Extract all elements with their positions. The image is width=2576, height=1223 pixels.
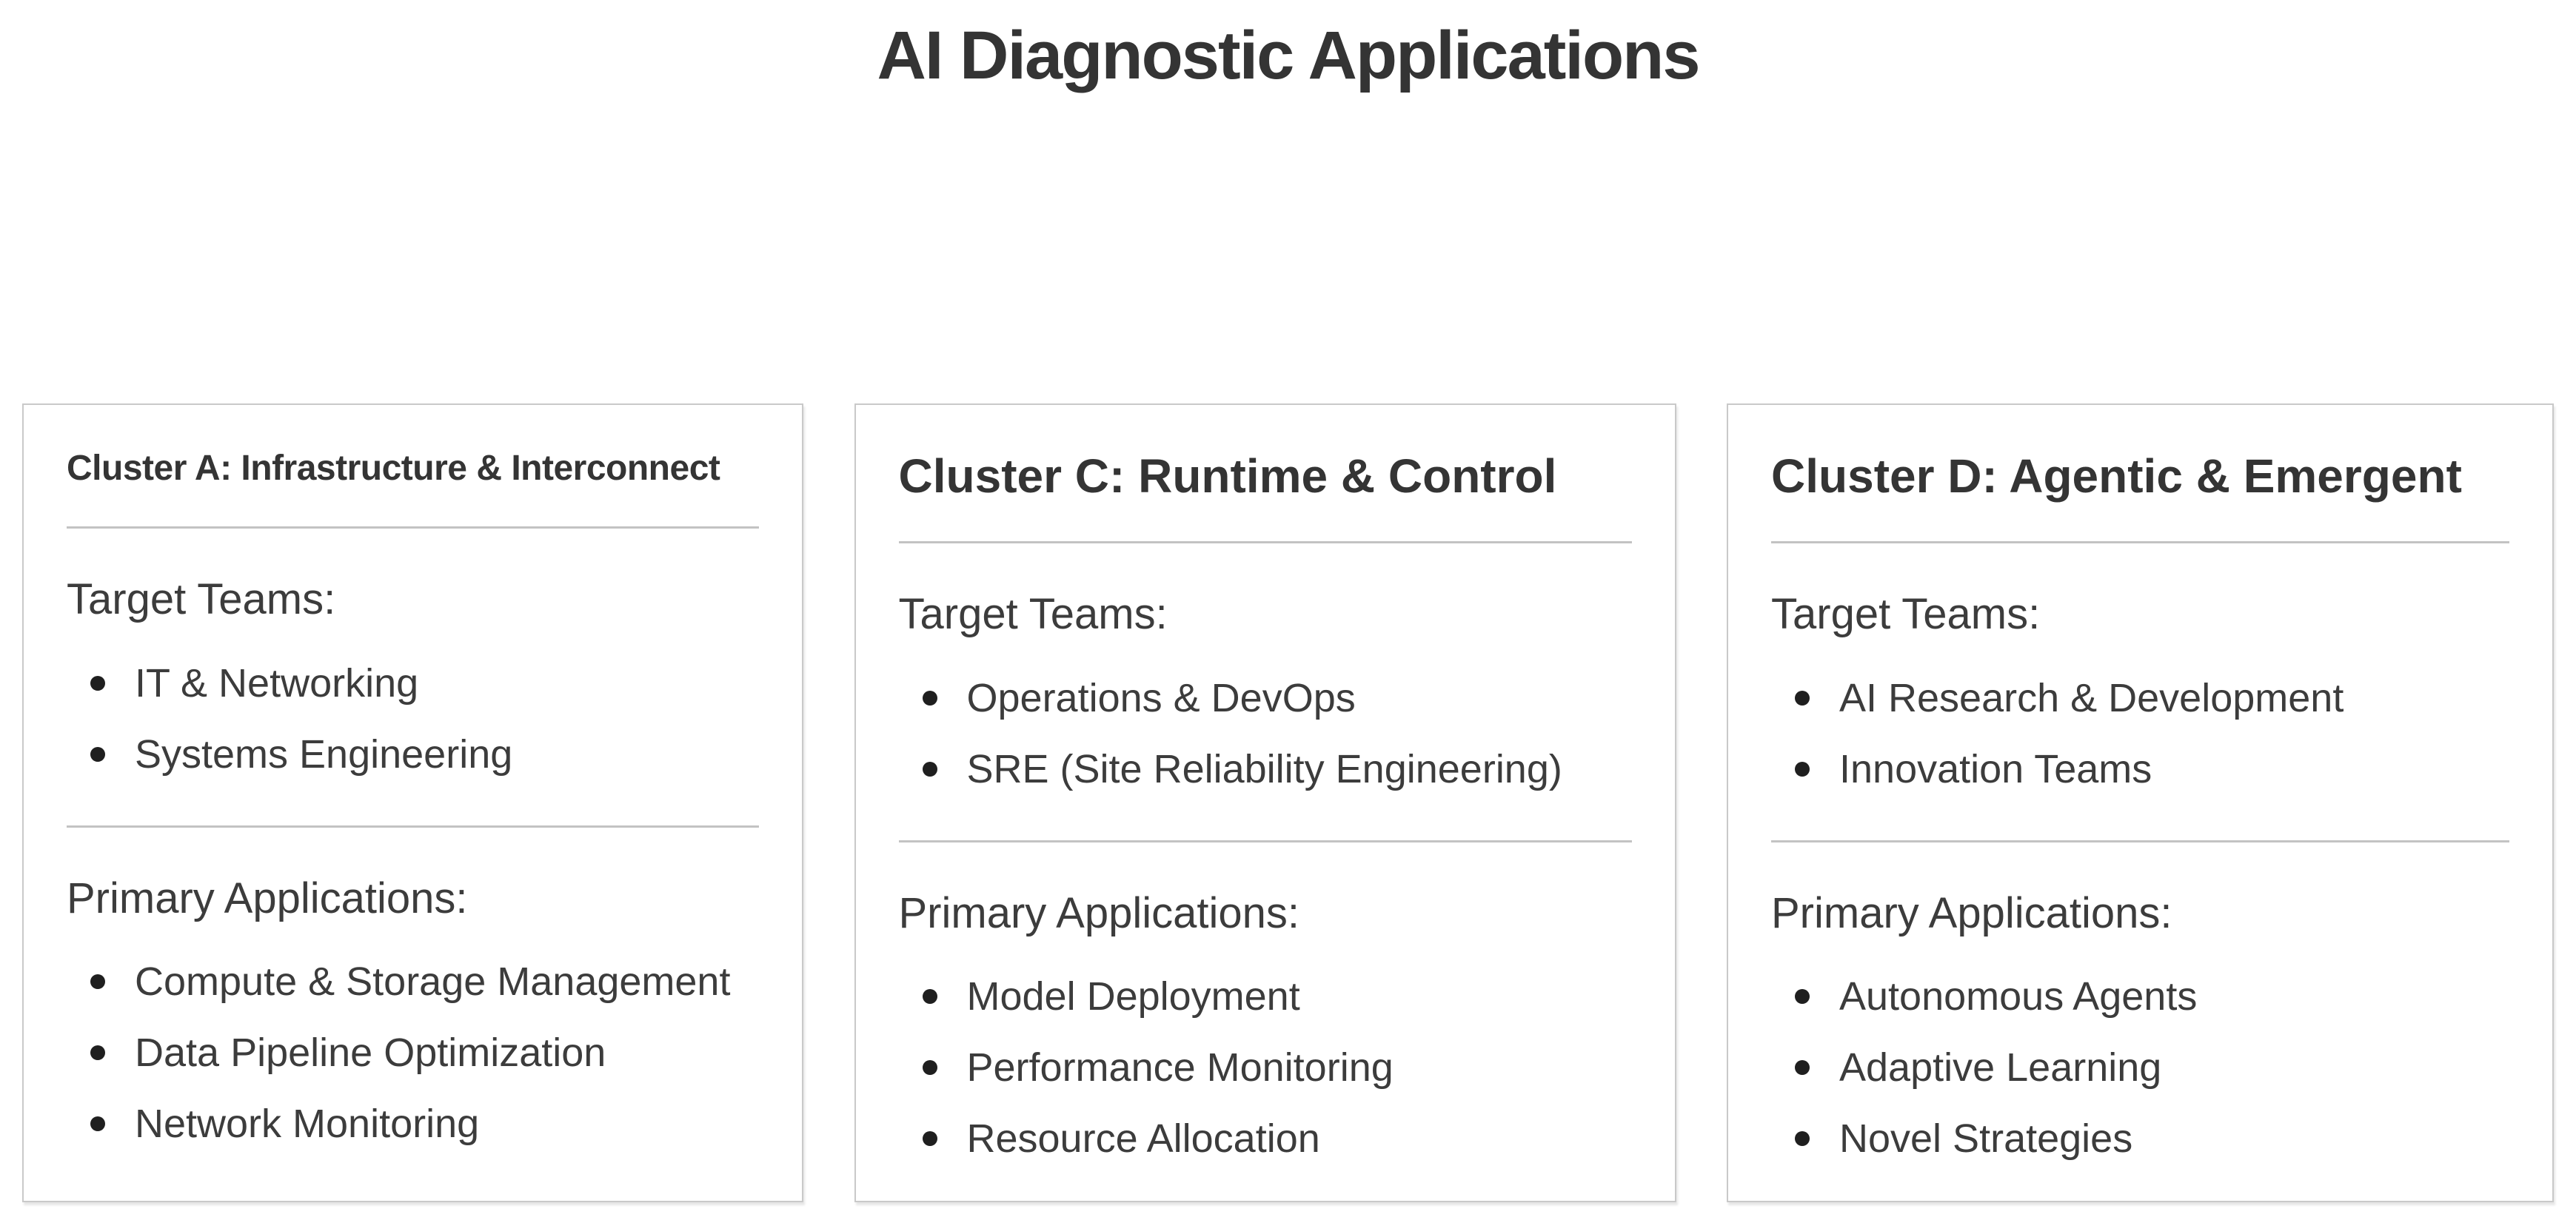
list-item: Compute & Storage Management xyxy=(90,946,759,1017)
bullet-icon xyxy=(922,989,937,1004)
list-item-label: Data Pipeline Optimization xyxy=(135,1031,606,1075)
bullet-icon xyxy=(90,1045,105,1060)
bullet-icon xyxy=(922,1060,937,1075)
bullet-icon xyxy=(922,1131,937,1146)
card-title: Cluster C: Runtime & Control xyxy=(898,449,1557,503)
list-item-label: IT & Networking xyxy=(135,660,419,706)
list-item-label: AI Research & Development xyxy=(1839,675,2344,720)
list-item-label: Resource Allocation xyxy=(966,1116,1320,1161)
bullet-icon xyxy=(1795,1060,1810,1075)
section-label-target-teams: Target Teams: xyxy=(67,575,336,623)
primary-applications-list: Autonomous Agents Adaptive Learning Nove… xyxy=(1771,961,2509,1174)
list-item-label: Network Monitoring xyxy=(135,1102,480,1146)
list-item: Novel Strategies xyxy=(1795,1103,2509,1174)
list-item-label: Performance Monitoring xyxy=(966,1045,1394,1090)
list-item: Data Pipeline Optimization xyxy=(90,1017,759,1088)
bullet-icon xyxy=(1795,989,1810,1004)
list-item: AI Research & Development xyxy=(1795,663,2509,734)
list-item: Autonomous Agents xyxy=(1795,961,2509,1032)
primary-applications-list: Model Deployment Performance Monitoring … xyxy=(899,961,1632,1174)
bullet-icon xyxy=(90,974,105,989)
divider xyxy=(1771,840,2509,842)
cluster-card-c: Cluster C: Runtime & Control Target Team… xyxy=(854,403,1676,1202)
list-item-label: Autonomous Agents xyxy=(1839,974,2198,1019)
list-item: SRE (Site Reliability Engineering) xyxy=(922,734,1632,805)
list-item: Systems Engineering xyxy=(90,719,759,790)
list-item-label: SRE (Site Reliability Engineering) xyxy=(966,746,1562,791)
primary-applications-list: Compute & Storage Management Data Pipeli… xyxy=(67,946,759,1159)
section-label-primary-applications: Primary Applications: xyxy=(67,874,468,922)
list-item: Resource Allocation xyxy=(922,1103,1632,1174)
divider xyxy=(1771,541,2509,543)
bullet-icon xyxy=(922,761,937,777)
cluster-cards-row: Cluster A: Infrastructure & Interconnect… xyxy=(22,403,2554,1202)
list-item: Operations & DevOps xyxy=(922,663,1632,734)
list-item: Performance Monitoring xyxy=(922,1032,1632,1103)
target-teams-list: IT & Networking Systems Engineering xyxy=(67,648,759,790)
card-title: Cluster A: Infrastructure & Interconnect xyxy=(67,449,720,488)
list-item-label: Model Deployment xyxy=(966,974,1300,1019)
list-item: IT & Networking xyxy=(90,648,759,719)
bullet-icon xyxy=(922,690,937,706)
bullet-icon xyxy=(1795,761,1810,777)
list-item: Model Deployment xyxy=(922,961,1632,1032)
bullet-icon xyxy=(90,675,105,691)
section-label-primary-applications: Primary Applications: xyxy=(1771,888,2172,937)
bullet-icon xyxy=(1795,1131,1810,1146)
list-item: Adaptive Learning xyxy=(1795,1032,2509,1103)
target-teams-list: AI Research & Development Innovation Tea… xyxy=(1771,663,2509,805)
cluster-card-a: Cluster A: Infrastructure & Interconnect… xyxy=(22,403,803,1202)
page-title: AI Diagnostic Applications xyxy=(877,18,1700,93)
list-item: Network Monitoring xyxy=(90,1088,759,1159)
card-title: Cluster D: Agentic & Emergent xyxy=(1771,449,2462,503)
bullet-icon xyxy=(90,1116,105,1131)
cluster-card-d: Cluster D: Agentic & Emergent Target Tea… xyxy=(1727,403,2554,1202)
list-item-label: Systems Engineering xyxy=(135,731,513,777)
list-item-label: Adaptive Learning xyxy=(1839,1045,2162,1090)
target-teams-list: Operations & DevOps SRE (Site Reliabilit… xyxy=(899,663,1632,805)
list-item-label: Compute & Storage Management xyxy=(135,959,731,1004)
section-label-primary-applications: Primary Applications: xyxy=(898,888,1300,937)
list-item-label: Operations & DevOps xyxy=(966,675,1356,720)
bullet-icon xyxy=(90,746,105,762)
list-item-label: Innovation Teams xyxy=(1839,746,2152,791)
divider xyxy=(67,825,759,828)
section-label-target-teams: Target Teams: xyxy=(898,590,1168,638)
list-item: Innovation Teams xyxy=(1795,734,2509,805)
divider xyxy=(67,526,759,529)
list-item-label: Novel Strategies xyxy=(1839,1116,2133,1161)
section-label-target-teams: Target Teams: xyxy=(1771,590,2041,638)
bullet-icon xyxy=(1795,690,1810,706)
divider xyxy=(898,840,1632,842)
divider xyxy=(898,541,1632,543)
